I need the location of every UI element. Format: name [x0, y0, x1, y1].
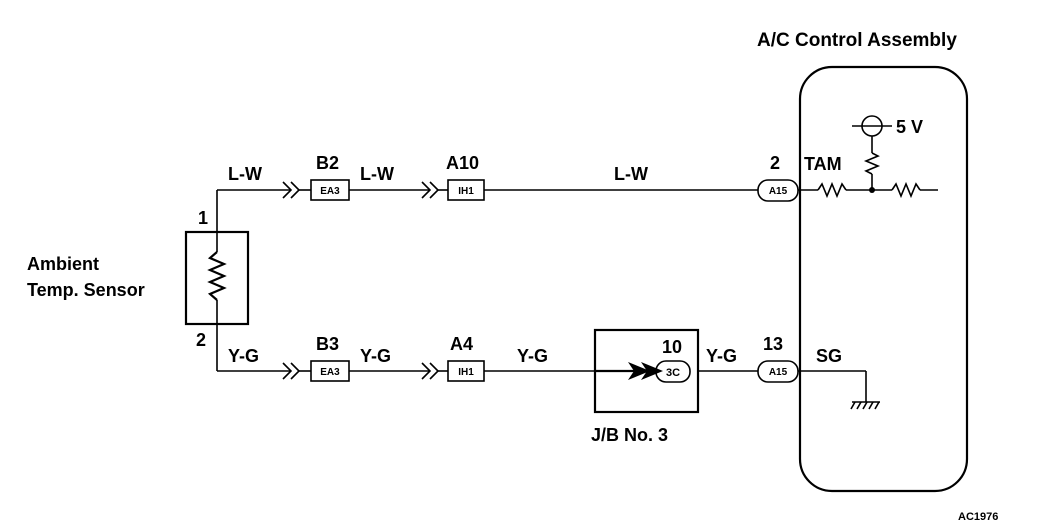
bottom-wire-color-3: Y-G [517, 346, 548, 366]
jb-terminal-code: 3C [666, 367, 680, 379]
supply-voltage: 5 V [896, 117, 923, 137]
top-conn2-arrow2-icon [429, 181, 440, 199]
top-conn1-arrow2-icon [290, 181, 301, 199]
sensor-resistor-icon [207, 251, 227, 301]
top-terminal-code: A15 [769, 186, 788, 197]
ac-control-assembly-box [798, 65, 969, 493]
jb-pin: 10 [662, 337, 682, 357]
tam-signal-name: TAM [804, 154, 842, 174]
bottom-conn1-arrow-icon [282, 362, 293, 380]
bottom-wire-color-2: Y-G [360, 346, 391, 366]
sensor-label-line1: Ambient [27, 254, 99, 274]
bottom-conn2-arrow-icon [421, 362, 432, 380]
sensor-pin2: 2 [196, 330, 206, 350]
top-conn2-arrow-icon [421, 181, 432, 199]
bottom-connector-2-code: IH1 [458, 367, 474, 378]
figure-code: AC1976 [958, 511, 998, 523]
sensor-label-line2: Temp. Sensor [27, 280, 145, 300]
internal-resistor-2-icon [891, 181, 921, 199]
top-wire-color-2: L-W [360, 164, 394, 184]
pullup-resistor-icon [863, 152, 881, 175]
ground-icon [850, 401, 880, 410]
bottom-connector-1-name: B3 [316, 334, 339, 354]
top-connector-1-name: B2 [316, 153, 339, 173]
bottom-connector-2-name: A4 [450, 334, 473, 354]
bottom-connector-1-code: EA3 [320, 367, 340, 378]
top-connector-1-code: EA3 [320, 186, 340, 197]
top-wire-color-1: L-W [228, 164, 262, 184]
bottom-terminal-code: A15 [769, 367, 788, 378]
sg-signal-name: SG [816, 346, 842, 366]
jb-name: J/B No. 3 [591, 425, 668, 445]
bottom-conn2-arrow2-icon [429, 362, 440, 380]
bottom-wire-color-1: Y-G [228, 346, 259, 366]
top-connector-2-name: A10 [446, 153, 479, 173]
top-wire-color-3: L-W [614, 164, 648, 184]
assembly-title: A/C Control Assembly [757, 30, 957, 51]
top-terminal-pin: 2 [770, 153, 780, 173]
internal-resistor-1-icon [817, 181, 847, 199]
bottom-conn1-arrow2-icon [290, 362, 301, 380]
bottom-wire-color-4: Y-G [706, 346, 737, 366]
top-connector-2-code: IH1 [458, 186, 474, 197]
sensor-pin1: 1 [198, 208, 208, 228]
jb-arrow-icon [628, 362, 650, 380]
bottom-terminal-pin: 13 [763, 334, 783, 354]
top-conn1-arrow-icon [282, 181, 293, 199]
jb-terminal-oval [655, 360, 691, 383]
